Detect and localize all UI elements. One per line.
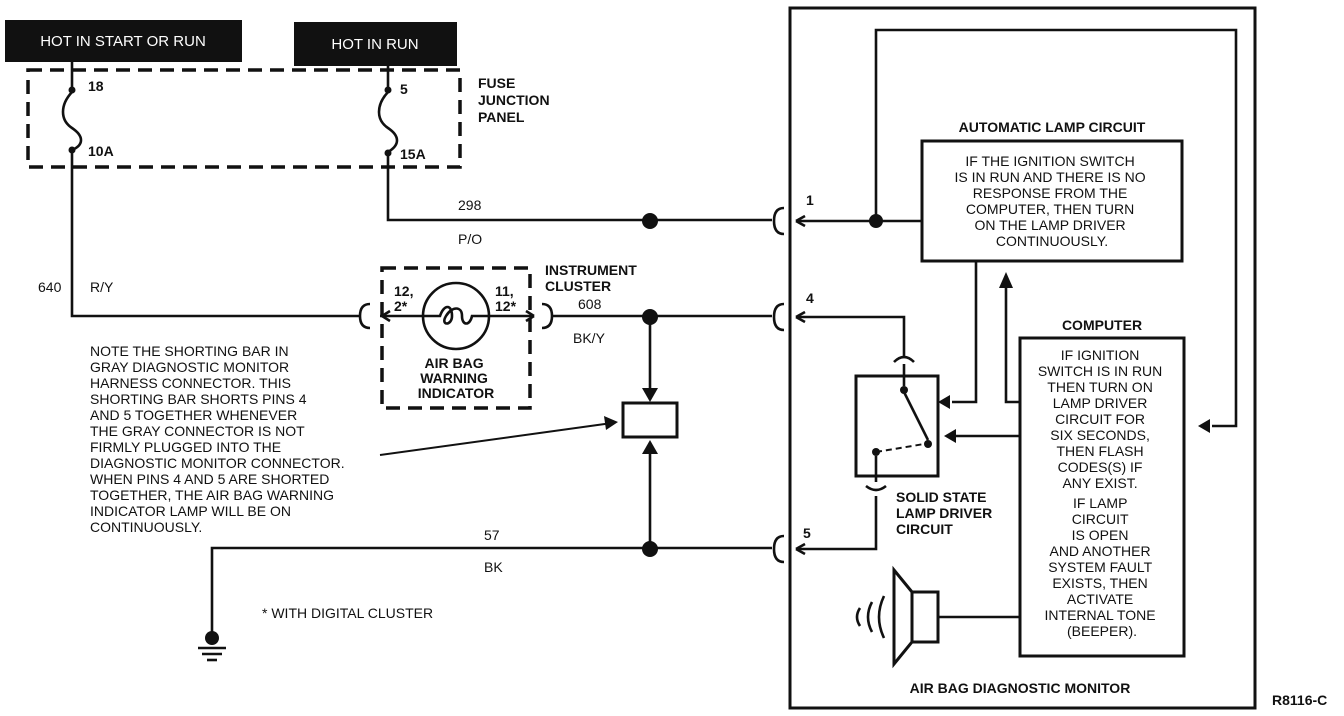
wire-608-number: 608 bbox=[578, 296, 602, 312]
wire-57-color: BK bbox=[484, 559, 503, 575]
fuse-5 bbox=[377, 66, 399, 157]
ground-icon bbox=[198, 631, 226, 662]
fuse-5-rating: 15A bbox=[400, 146, 426, 162]
hot-start-run-header bbox=[5, 20, 242, 62]
pin-4-connector bbox=[772, 302, 785, 332]
hot-run-label: HOT IN RUN bbox=[331, 36, 418, 53]
fuse-18-rating: 10A bbox=[88, 143, 114, 159]
computer-title: COMPUTER bbox=[1062, 317, 1142, 333]
digital-cluster-footnote: * WITH DIGITAL CLUSTER bbox=[262, 605, 433, 621]
wire-640 bbox=[70, 150, 360, 318]
cluster-left-pins: 12, 2* bbox=[394, 283, 417, 314]
diagnostic-monitor-title: AIR BAG DIAGNOSTIC MONITOR bbox=[910, 680, 1131, 696]
wire-608-color: BK/Y bbox=[573, 330, 606, 346]
auto-lamp-title: AUTOMATIC LAMP CIRCUIT bbox=[959, 119, 1146, 135]
diagnostic-monitor-box bbox=[788, 6, 1257, 710]
lamp-driver-label: SOLID STATE LAMP DRIVER CIRCUIT bbox=[896, 489, 996, 537]
wire-298-color: P/O bbox=[458, 231, 482, 247]
wire-298-splice bbox=[642, 213, 658, 229]
wire-640-number: 640 bbox=[38, 279, 62, 295]
hot-start-run-label: HOT IN START OR RUN bbox=[40, 33, 206, 50]
fuse-5-number: 5 bbox=[400, 81, 408, 97]
wire-298-number: 298 bbox=[458, 197, 482, 213]
note-pointer bbox=[379, 422, 613, 456]
auto-lamp-box bbox=[920, 139, 1184, 263]
pin-4-label: 4 bbox=[806, 290, 814, 306]
cluster-right-pins: 11, 12* bbox=[495, 283, 518, 314]
pin-5-connector bbox=[772, 534, 785, 564]
instrument-cluster-label: INSTRUMENT CLUSTER bbox=[545, 262, 641, 294]
computer-box bbox=[1018, 336, 1186, 658]
fuse-18-number: 18 bbox=[88, 78, 104, 94]
beeper-speaker-icon bbox=[855, 565, 940, 669]
shorting-bar bbox=[621, 401, 679, 439]
instrument-cluster-box bbox=[380, 266, 532, 410]
auto-lamp-text: IF THE IGNITION SWITCH IS IN RUN AND THE… bbox=[955, 153, 1150, 249]
shorting-bar-note: NOTE THE SHORTING BAR IN GRAY DIAGNOSTIC… bbox=[90, 343, 349, 535]
cluster-left-connector bbox=[358, 302, 371, 330]
pin-1-connector bbox=[772, 206, 785, 236]
wire-640-color: R/Y bbox=[90, 279, 114, 295]
computer-text: IF IGNITION SWITCH IS IN RUN THEN TURN O… bbox=[1038, 347, 1166, 639]
wire-57 bbox=[210, 546, 772, 638]
wire-57-splice bbox=[642, 541, 658, 557]
wire-57-number: 57 bbox=[484, 527, 500, 543]
lamp-driver-box bbox=[854, 374, 940, 478]
pin-1-label: 1 bbox=[806, 192, 814, 208]
driver-switch-icon bbox=[865, 355, 932, 492]
warning-lamp-icon bbox=[421, 281, 491, 351]
cluster-right-connector bbox=[541, 302, 554, 330]
air-bag-warning-indicator-label: AIR BAG WARNING INDICATOR bbox=[418, 355, 494, 401]
figure-code: R8116-C bbox=[1272, 692, 1327, 708]
pin-5-label: 5 bbox=[803, 525, 811, 541]
fuse-18 bbox=[61, 62, 83, 154]
ignition-feed-line bbox=[874, 28, 1238, 428]
wire-298 bbox=[386, 153, 772, 222]
fuse-junction-panel-label: FUSE JUNCTION PANEL bbox=[478, 75, 553, 125]
hot-run-header bbox=[294, 22, 457, 66]
